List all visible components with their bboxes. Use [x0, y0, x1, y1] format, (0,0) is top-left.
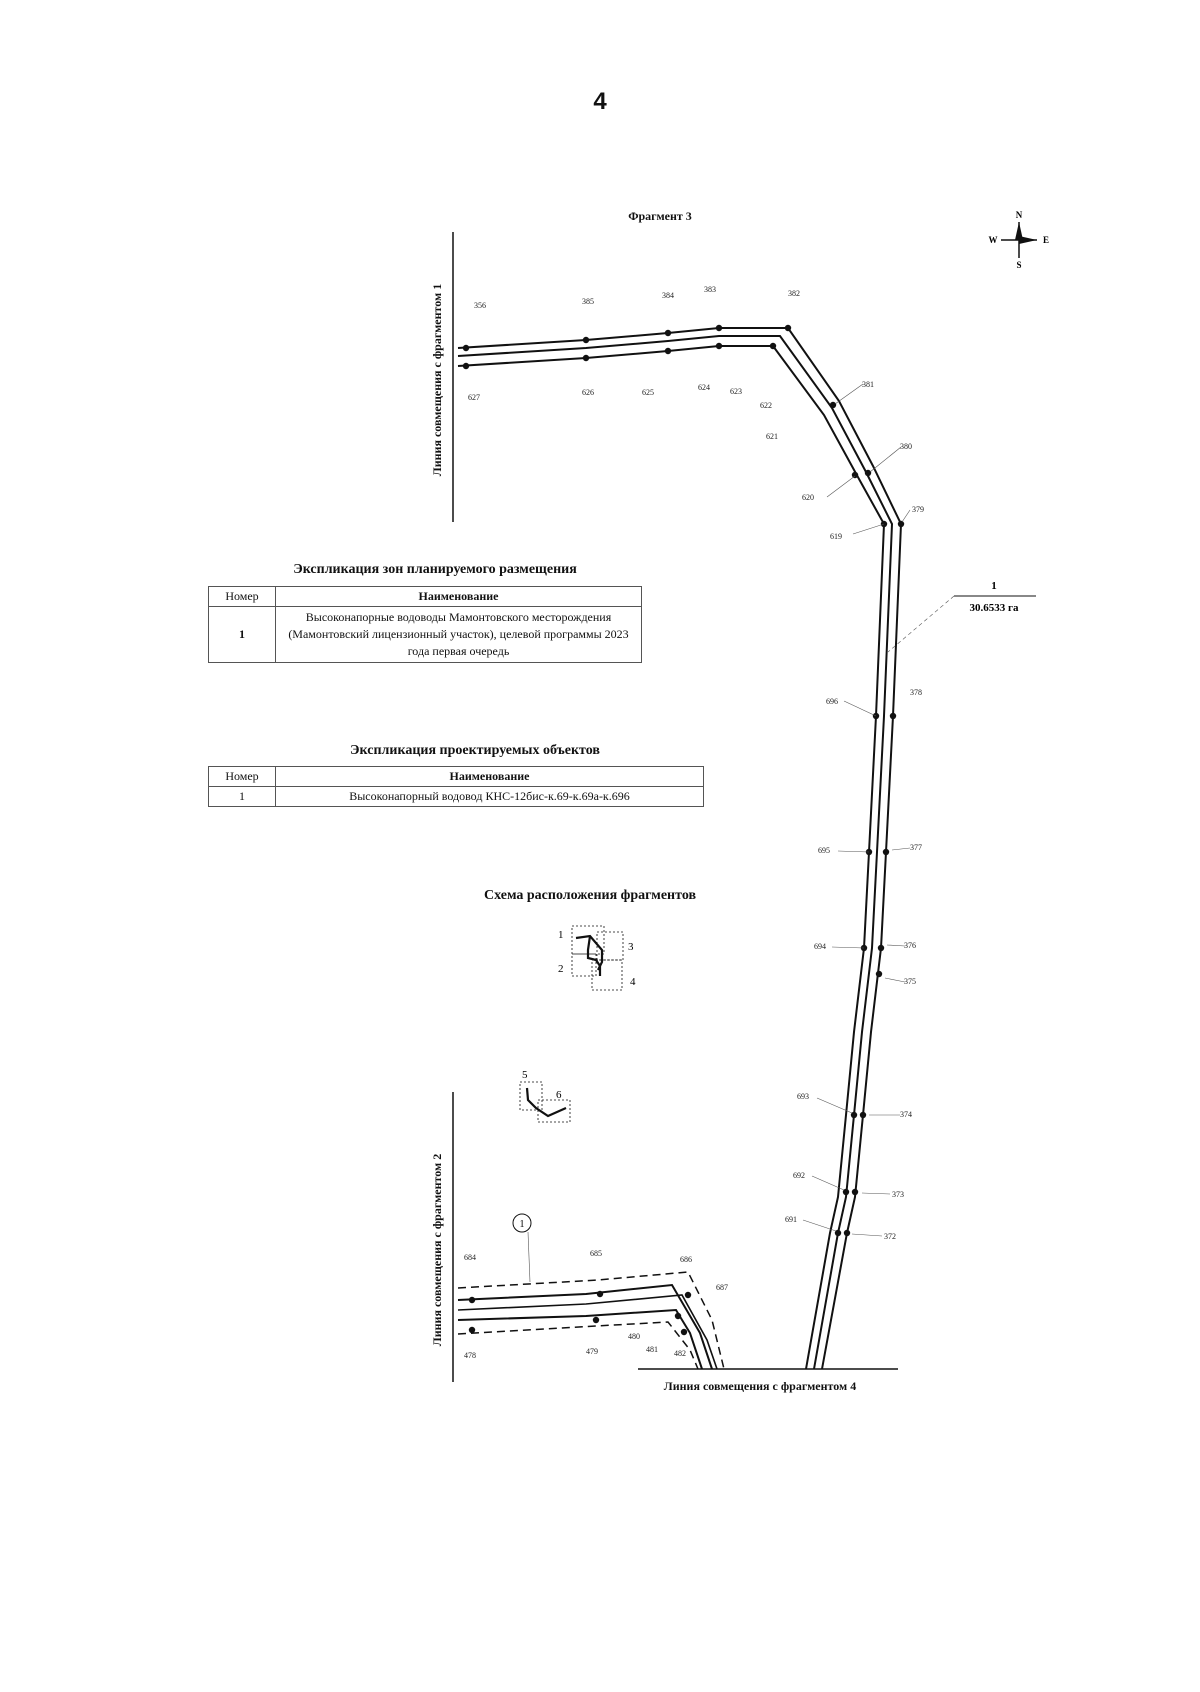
pipeline-boundary-outer — [457, 327, 903, 1370]
point-label-380: 380 — [900, 442, 912, 451]
point-label-687: 687 — [716, 1283, 728, 1292]
scheme-label-3: 3 — [628, 941, 634, 953]
scheme-pipeline-b — [586, 935, 602, 976]
fragment-title: Фрагмент 3 — [628, 209, 692, 223]
point-label-696: 696 — [826, 697, 838, 706]
scheme-label-6: 6 — [556, 1089, 562, 1101]
zone-marker — [512, 1213, 532, 1233]
point-label-356: 356 — [474, 301, 486, 310]
point-label-379: 379 — [912, 505, 924, 514]
scheme-frame-2 — [571, 953, 597, 977]
point-label-375: 375 — [904, 977, 916, 986]
pipeline-lower-centre — [457, 1294, 718, 1370]
point-label-382: 382 — [788, 289, 800, 298]
point-label-378: 378 — [910, 688, 922, 697]
point-label-481: 481 — [646, 1345, 658, 1354]
scheme-frame-5 — [519, 1081, 543, 1111]
zones-row-name: Высоконапорные водоводы Мамонтовского ме… — [275, 606, 642, 663]
point-label-377: 377 — [910, 843, 922, 852]
scheme-frame-4 — [591, 959, 623, 991]
compass-e: E — [1043, 235, 1049, 245]
point-label-693: 693 — [797, 1092, 809, 1101]
point-label-695: 695 — [818, 846, 830, 855]
point-label-372: 372 — [884, 1232, 896, 1241]
zone-ref-area: 30.6533 га — [970, 602, 1019, 614]
point-label-692: 692 — [793, 1171, 805, 1180]
point-label-684: 684 — [464, 1253, 476, 1262]
zone-marker-leader — [527, 1231, 531, 1283]
zone-ref-leader — [887, 595, 955, 653]
point-label-625: 625 — [642, 388, 654, 397]
zones-header-number: Номер — [208, 586, 276, 607]
point-label-691: 691 — [785, 1215, 797, 1224]
point-label-626: 626 — [582, 388, 594, 397]
pipeline-boundary-inner — [457, 345, 886, 1370]
zones-row-number: 1 — [208, 606, 276, 663]
compass-w: W — [989, 235, 998, 245]
objects-row-number: 1 — [208, 786, 276, 807]
pipeline-points — [462, 324, 905, 1336]
zone-ref-number: 1 — [991, 580, 997, 592]
point-label-480: 480 — [628, 1332, 640, 1341]
point-label-624: 624 — [698, 383, 710, 392]
compass-n: N — [1016, 210, 1023, 220]
point-label-627: 627 — [468, 393, 480, 402]
objects-header-name: Наименование — [275, 766, 704, 787]
zone-marker-label: 1 — [520, 1219, 525, 1230]
zones-table-title: Экспликация зон планируемого размещения — [293, 562, 577, 577]
objects-table: Номер Наименование 1 Высоконапорный водо… — [208, 766, 704, 807]
zone-boundary-dashed-upper — [457, 1271, 725, 1370]
scheme-pipeline-c — [525, 1087, 567, 1118]
point-label-478: 478 — [464, 1351, 476, 1360]
point-label-373: 373 — [892, 1190, 904, 1199]
label-leaders — [802, 383, 911, 1237]
scheme-label-5: 5 — [522, 1069, 528, 1081]
scheme-label-4: 4 — [630, 976, 636, 988]
join-line-1-label: Линия совмещения с фрагментом 1 — [430, 284, 444, 476]
scheme-title: Схема расположения фрагментов — [483, 888, 697, 903]
point-label-374: 374 — [900, 1110, 912, 1119]
objects-table-title: Экспликация проектируемых объектов — [350, 743, 600, 758]
join-line-2-label: Линия совмещения с фрагментом 2 — [430, 1154, 444, 1346]
point-label-376: 376 — [904, 941, 916, 950]
zone-boundary-dashed-lower — [457, 1321, 699, 1370]
point-label-621: 621 — [766, 432, 778, 441]
point-label-623: 623 — [730, 387, 742, 396]
point-label-482: 482 — [674, 1349, 686, 1358]
fragment-scheme — [519, 925, 624, 1123]
scheme-pipeline-a — [575, 934, 604, 971]
zones-table: Номер Наименование 1 Высоконапорные водо… — [208, 586, 642, 663]
point-label-694: 694 — [814, 942, 826, 951]
join-line-4-label: Линия совмещения с фрагментом 4 — [664, 1379, 856, 1393]
point-label-479: 479 — [586, 1347, 598, 1356]
scheme-label-1: 1 — [558, 929, 564, 941]
point-label-385: 385 — [582, 297, 594, 306]
pipeline-lower-inner — [457, 1308, 703, 1370]
objects-row-name: Высоконапорный водовод КНС-12бис-к.69-к.… — [275, 786, 704, 807]
point-label-384: 384 — [662, 291, 674, 300]
point-label-381: 381 — [862, 380, 874, 389]
point-label-686: 686 — [680, 1255, 692, 1264]
point-label-685: 685 — [590, 1249, 602, 1258]
scheme-labels: 1 2 3 4 5 6 — [522, 929, 636, 1101]
point-label-620: 620 — [802, 493, 814, 502]
point-label-383: 383 — [704, 285, 716, 294]
point-label-619: 619 — [830, 532, 842, 541]
table-row: 1 Высоконапорные водоводы Мамонтовского … — [208, 606, 642, 663]
compass-icon: N S W E — [989, 210, 1050, 270]
objects-header-number: Номер — [208, 766, 276, 787]
zones-header-name: Наименование — [275, 586, 642, 607]
pipeline-centre — [457, 335, 894, 1370]
table-row: 1 Высоконапорный водовод КНС-12бис-к.69-… — [208, 786, 704, 807]
pipeline-lower-outer — [457, 1283, 713, 1370]
scheme-frame-6 — [537, 1099, 571, 1123]
compass-s: S — [1016, 260, 1021, 270]
scheme-label-2: 2 — [558, 963, 564, 975]
point-label-622: 622 — [760, 401, 772, 410]
scheme-frame-3 — [596, 931, 624, 961]
page-number: 4 — [593, 88, 607, 115]
